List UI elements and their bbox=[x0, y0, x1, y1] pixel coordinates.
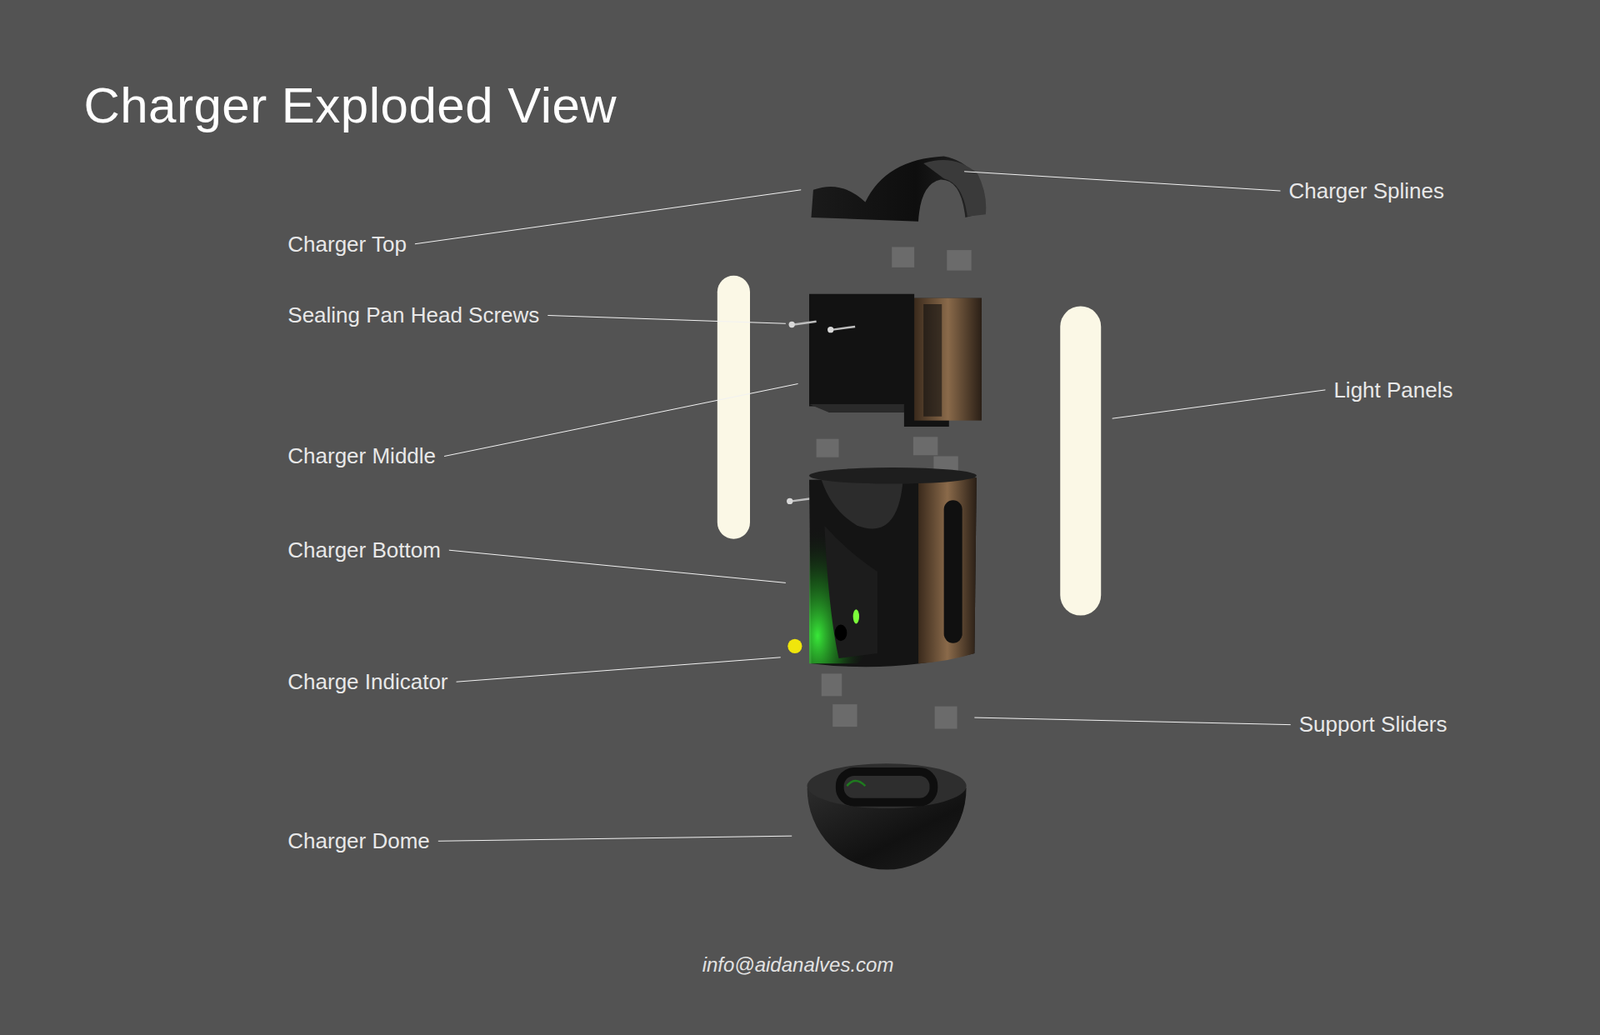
part-label: Charger Bottom bbox=[287, 537, 441, 564]
charger-dome bbox=[807, 763, 967, 870]
leader-line bbox=[964, 171, 1280, 191]
part-label: Sealing Pan Head Screws bbox=[287, 302, 540, 329]
part-label: Charger Dome bbox=[287, 827, 430, 854]
part-label: Charger Top bbox=[287, 230, 407, 257]
charger-middle bbox=[809, 294, 982, 427]
support-slider bbox=[891, 246, 915, 267]
support-slider bbox=[816, 439, 840, 458]
charge-indicator bbox=[787, 639, 802, 654]
part-label: Charger Splines bbox=[1289, 177, 1445, 204]
charger-splines bbox=[923, 160, 986, 217]
contact-caption: info@aidanalves.com bbox=[702, 953, 895, 977]
support-slider bbox=[935, 706, 958, 730]
part-label: Support Sliders bbox=[1299, 711, 1448, 738]
support-slider bbox=[913, 436, 938, 455]
charger-top-body bbox=[810, 155, 985, 221]
leader-line bbox=[547, 315, 785, 324]
part-label: Charge Indicator bbox=[287, 668, 448, 695]
leader-line bbox=[1112, 390, 1326, 419]
light-panel bbox=[1060, 305, 1101, 615]
support-slider bbox=[832, 704, 857, 727]
light-panel bbox=[717, 275, 750, 540]
leader-line bbox=[449, 550, 786, 583]
diagram-title: Charger Exploded View bbox=[83, 76, 617, 135]
leader-line bbox=[974, 717, 1290, 725]
leader-line bbox=[415, 190, 801, 245]
leader-line bbox=[444, 384, 799, 457]
leader-line bbox=[456, 657, 781, 682]
charger-bottom bbox=[809, 467, 977, 667]
support-slider bbox=[821, 673, 842, 696]
part-label: Charger Middle bbox=[287, 443, 436, 470]
charger-top bbox=[810, 155, 986, 221]
leader-line bbox=[438, 835, 792, 841]
support-slider bbox=[946, 250, 971, 270]
part-label: Light Panels bbox=[1333, 376, 1453, 403]
